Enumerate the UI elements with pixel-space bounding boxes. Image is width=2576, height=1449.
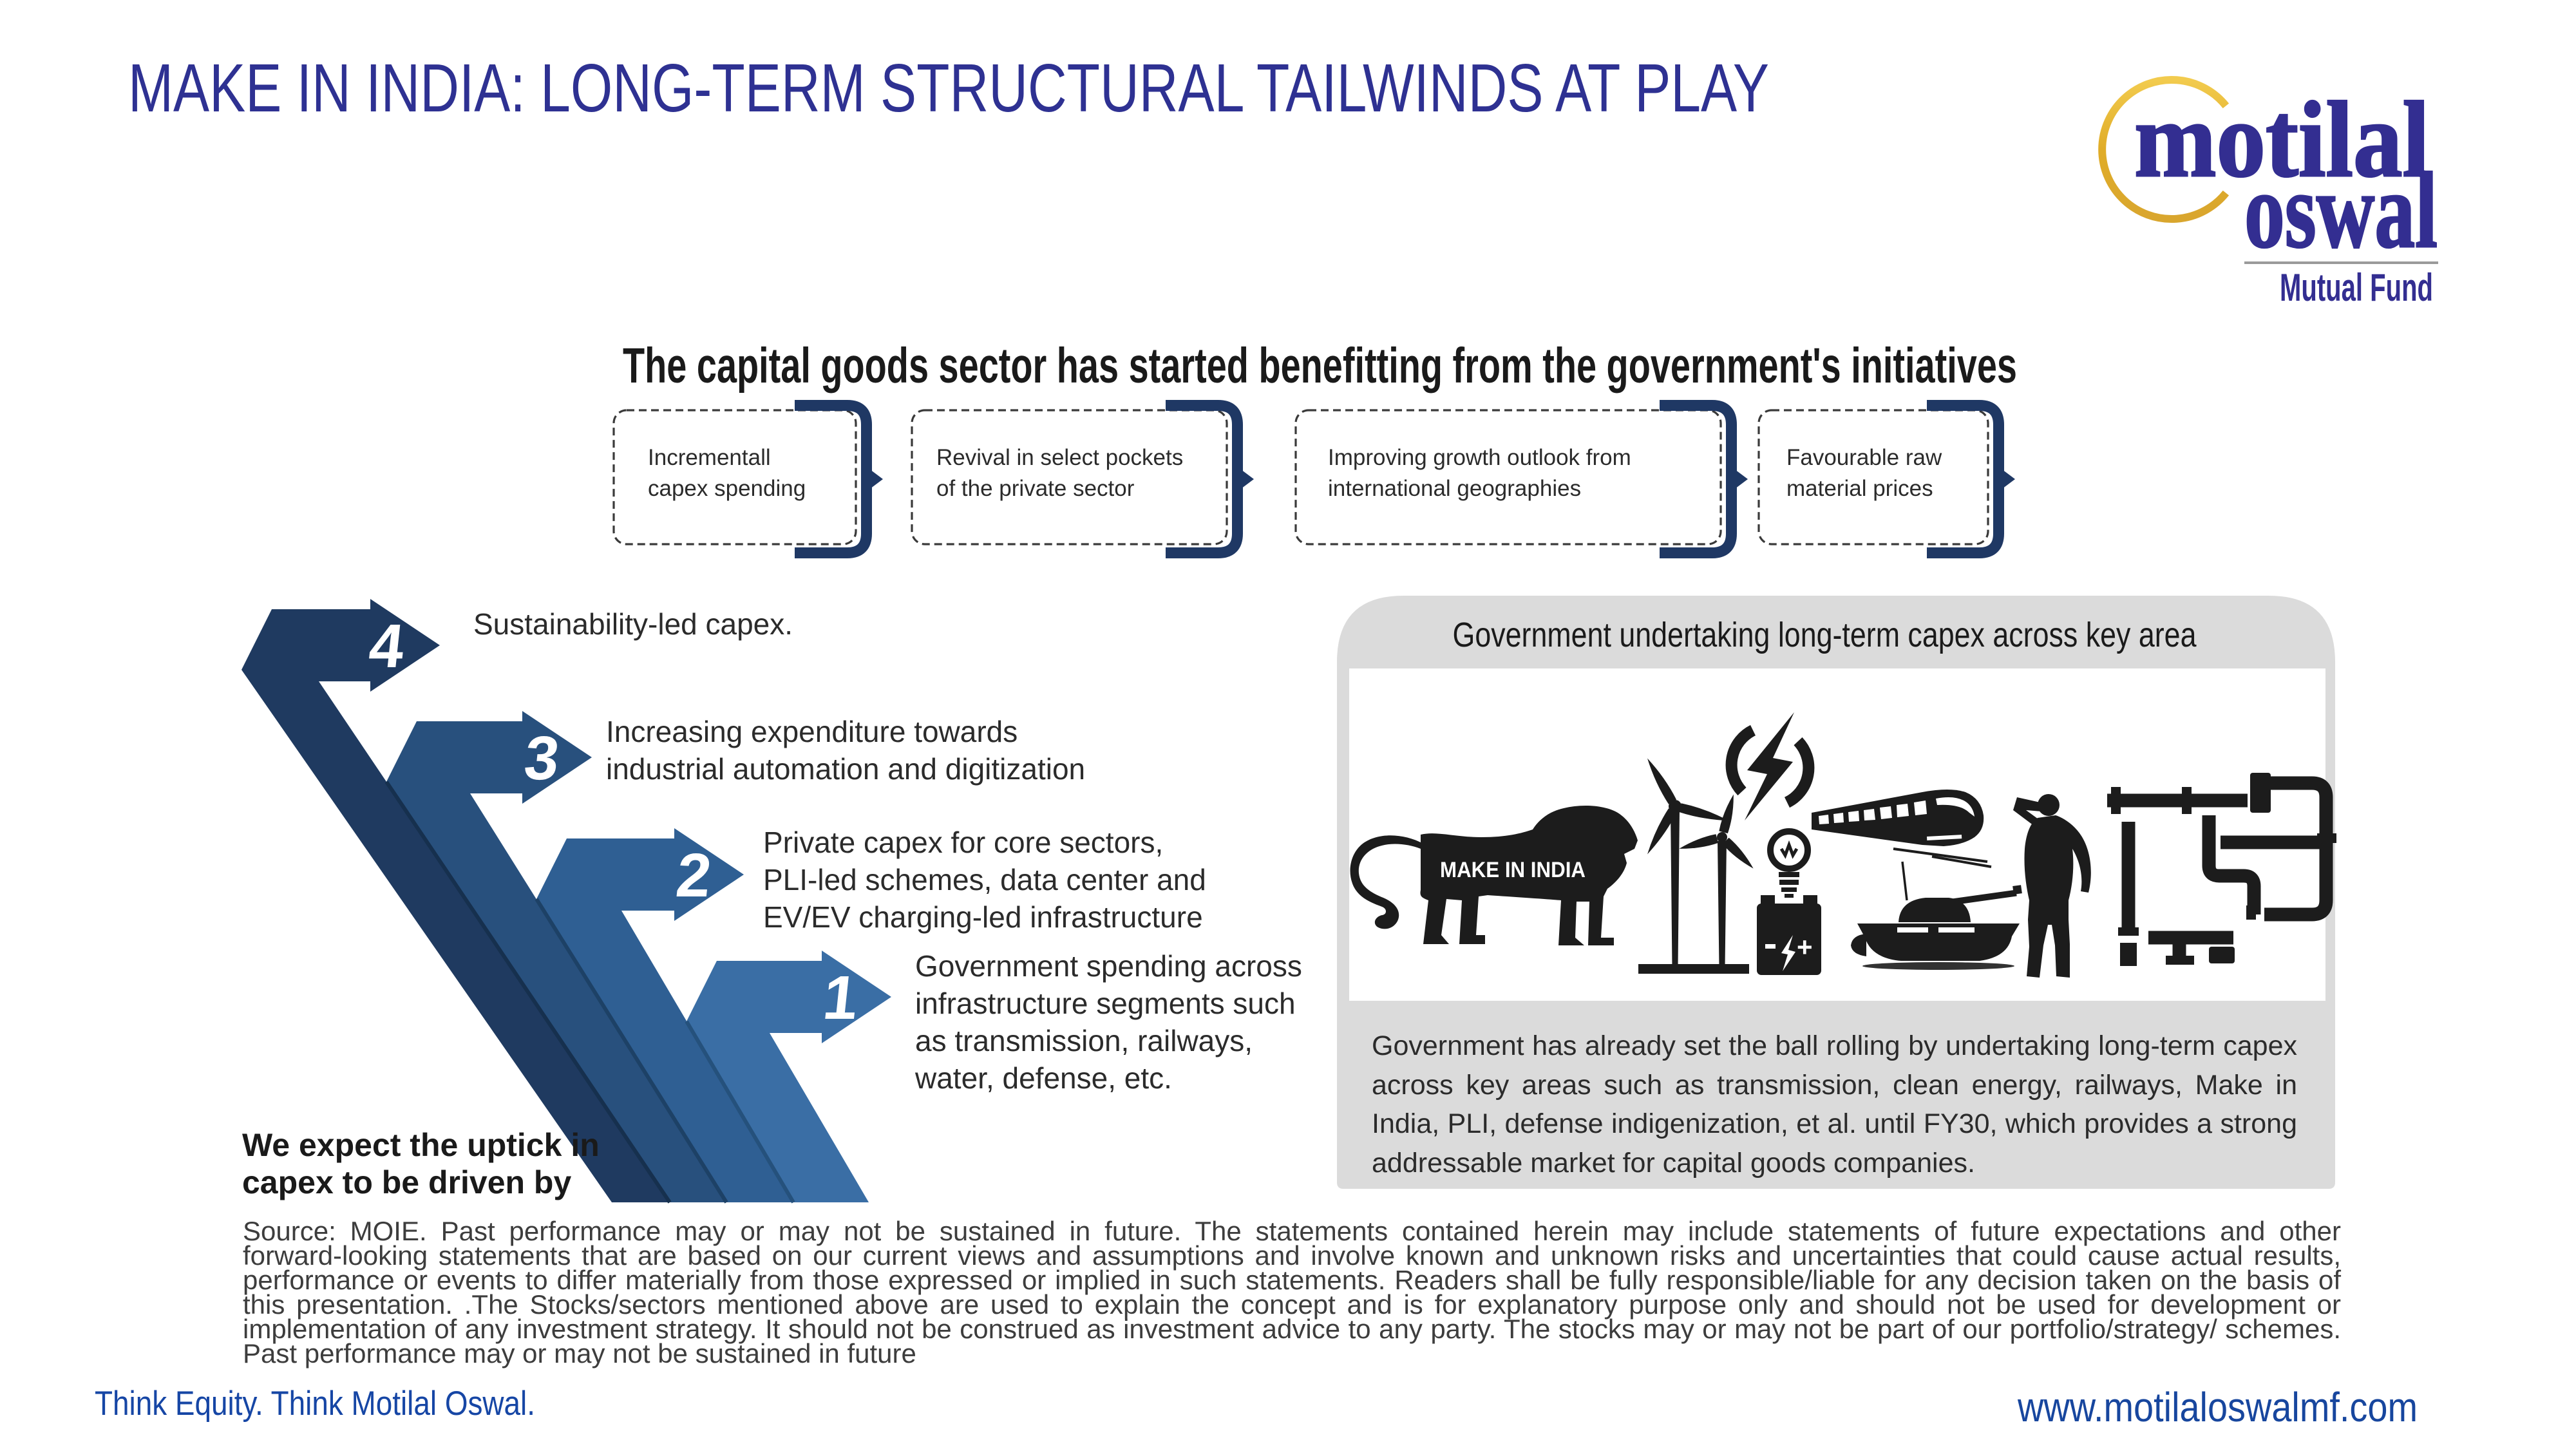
svg-text:Think Equity. Think Motilal Os: Think Equity. Think Motilal Oswal. bbox=[95, 1385, 535, 1423]
svg-text:www.motilaloswalmf.com: www.motilaloswalmf.com bbox=[2017, 1384, 2418, 1430]
svg-text:of the private sector: of the private sector bbox=[936, 476, 1135, 501]
svg-text:Mutual Fund: Mutual Fund bbox=[2280, 266, 2433, 309]
svg-text:PLI-led schemes, data center a: PLI-led schemes, data center and bbox=[763, 863, 1206, 896]
svg-text:motilal: motilal bbox=[2134, 80, 2430, 200]
svg-text:We expect the uptick in: We expect the uptick in bbox=[242, 1127, 600, 1163]
svg-text:4: 4 bbox=[366, 612, 408, 681]
svg-text:Incrementall: Incrementall bbox=[648, 445, 771, 470]
svg-text:Increasing expenditure towards: Increasing expenditure towards bbox=[606, 715, 1018, 748]
svg-text:as transmission, railways,: as transmission, railways, bbox=[915, 1024, 1253, 1057]
svg-text:capex to be driven by: capex to be driven by bbox=[242, 1164, 571, 1200]
svg-text:oswal: oswal bbox=[2244, 151, 2438, 270]
svg-text:3: 3 bbox=[521, 724, 563, 793]
svg-text:Favourable raw: Favourable raw bbox=[1786, 445, 1942, 470]
svg-text:capex spending: capex spending bbox=[648, 476, 806, 501]
svg-text:Sustainability-led capex.: Sustainability-led capex. bbox=[473, 607, 793, 641]
svg-text:MAKE IN INDIA: LONG-TERM STRUC: MAKE IN INDIA: LONG-TERM STRUCTURAL TAIL… bbox=[128, 50, 1769, 126]
svg-text:water, defense, etc.: water, defense, etc. bbox=[914, 1061, 1172, 1095]
svg-text:Government spending across: Government spending across bbox=[915, 949, 1302, 983]
svg-text:+: + bbox=[1797, 932, 1813, 962]
svg-text:material prices: material prices bbox=[1786, 476, 1933, 501]
svg-text:Government undertaking long-te: Government undertaking long-term capex a… bbox=[1453, 616, 2197, 654]
svg-text:1: 1 bbox=[820, 963, 862, 1032]
svg-text:The capital goods sector has s: The capital goods sector has started ben… bbox=[623, 338, 2017, 393]
svg-text:infrastructure segments such: infrastructure segments such bbox=[915, 987, 1296, 1020]
svg-text:industrial automation and digi: industrial automation and digitization bbox=[606, 752, 1085, 786]
svg-text:Private capex for core sectors: Private capex for core sectors, bbox=[763, 826, 1163, 859]
svg-text:international geographies: international geographies bbox=[1328, 476, 1581, 501]
svg-text:MAKE IN INDIA: MAKE IN INDIA bbox=[1440, 858, 1586, 882]
svg-text:EV/EV charging-led infrastruct: EV/EV charging-led infrastructure bbox=[763, 900, 1203, 934]
svg-text:Improving growth outlook from: Improving growth outlook from bbox=[1328, 445, 1631, 470]
svg-text:2: 2 bbox=[673, 841, 715, 910]
svg-text:Revival in select pockets: Revival in select pockets bbox=[936, 445, 1183, 470]
